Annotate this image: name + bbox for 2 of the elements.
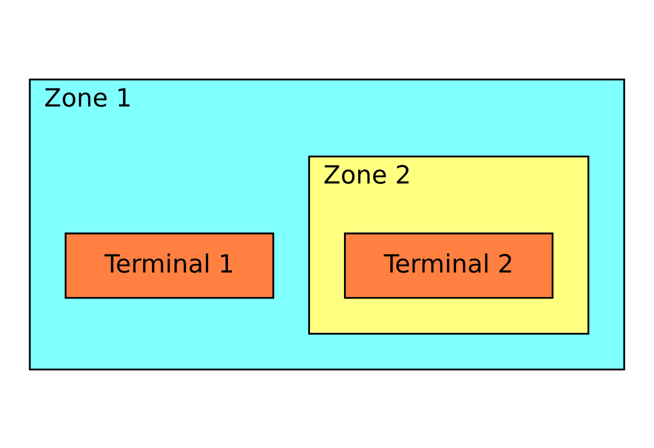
node-box: Terminal 2 bbox=[344, 232, 554, 298]
node-box: Terminal 1 bbox=[64, 232, 274, 298]
